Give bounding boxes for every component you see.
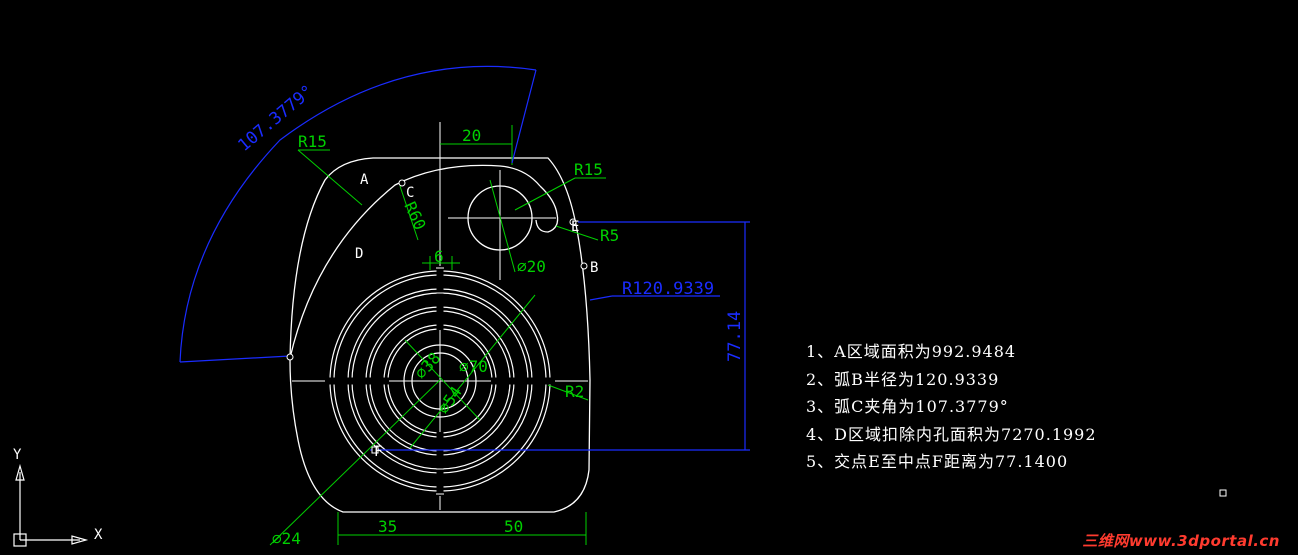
width-50-dimension: 50 xyxy=(504,517,523,536)
concentric-slots xyxy=(325,266,555,496)
distance-77-dimension: 77.14 xyxy=(725,311,745,362)
dia70-dimension: ∅70 xyxy=(459,357,488,376)
r2-dimension: R2 xyxy=(565,382,584,401)
label-c: C xyxy=(406,185,414,201)
r15-left-dimension: R15 xyxy=(298,132,327,151)
label-e: E xyxy=(571,219,579,235)
axis-label-y: Y xyxy=(13,447,22,463)
note-4: 4、D区域扣除内孔面积为7270.1992 xyxy=(806,424,1097,444)
label-a: A xyxy=(360,172,369,188)
ucs-axis-icon xyxy=(13,463,89,547)
note-1: 1、A区域面积为992.9484 xyxy=(806,342,1017,361)
label-f: F xyxy=(374,444,382,460)
dia24-dimension: ∅24 xyxy=(272,529,301,548)
dia20-dimension: ∅20 xyxy=(517,257,546,276)
dia54-dimension: ∅54 xyxy=(434,383,466,418)
width-35-dimension: 35 xyxy=(378,517,397,536)
axis-label-x: X xyxy=(94,527,103,543)
notes-list: 1、A区域面积为992.9484 2、弧B半径为120.9339 3、弧C夹角为… xyxy=(806,338,1097,476)
note-5: 5、交点E至中点F距离为77.1400 xyxy=(806,452,1069,471)
point-markers xyxy=(286,179,1227,497)
width-20-dimension: 20 xyxy=(462,126,481,145)
note-3: 3、弧C夹角为107.3779° xyxy=(806,397,1009,416)
r5-dimension: R5 xyxy=(600,226,619,245)
label-d: D xyxy=(355,246,363,262)
width-6-dimension: 6 xyxy=(434,247,444,266)
r60-dimension: R60 xyxy=(400,199,429,233)
watermark: 三维网www.3dportal.cn xyxy=(1082,532,1280,550)
r15-right-dimension: R15 xyxy=(574,160,603,179)
r120-dimension: R120.9339 xyxy=(622,279,714,299)
label-b: B xyxy=(590,260,598,276)
angle-annotation xyxy=(179,65,750,451)
note-2: 2、弧B半径为120.9339 xyxy=(806,369,1000,389)
dimension-lines xyxy=(269,125,606,546)
